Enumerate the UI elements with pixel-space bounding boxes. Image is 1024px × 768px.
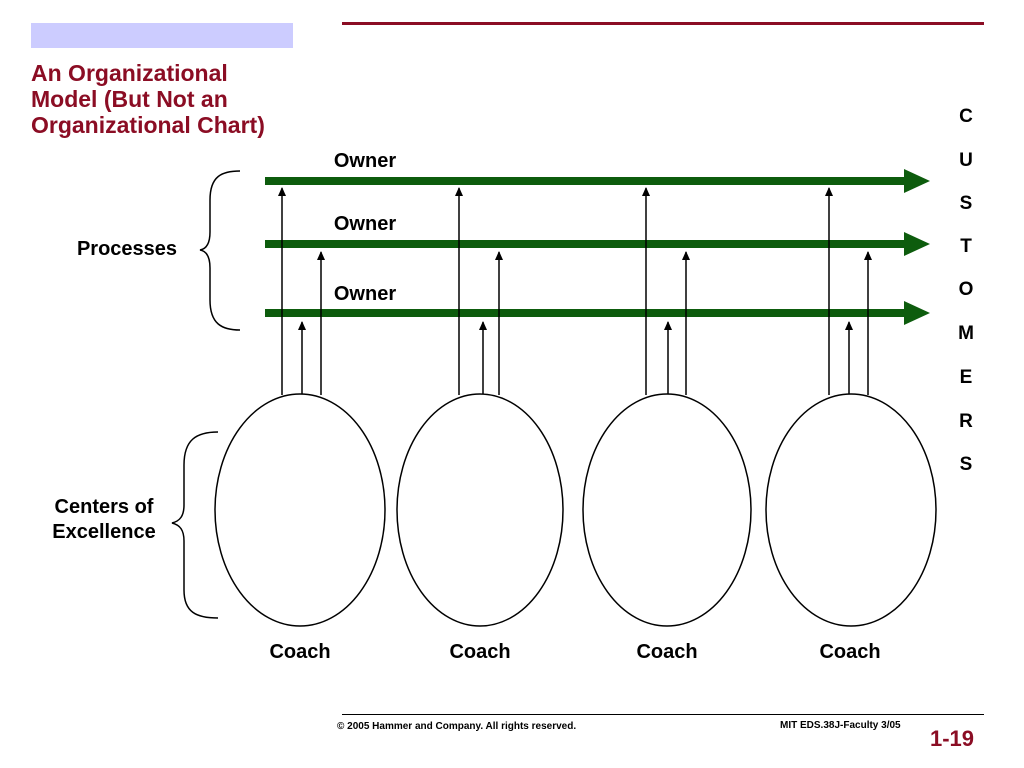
coach-label-1: Coach: [269, 641, 330, 663]
process-arrow-1-head: [904, 169, 930, 193]
coach-label-3: Coach: [636, 641, 697, 663]
processes-brace: [199, 170, 241, 331]
customers-letter: S: [960, 454, 973, 475]
customers-letter: E: [960, 367, 973, 388]
process-arrows: [265, 169, 930, 325]
centers-label-line-2: Excellence: [52, 521, 155, 543]
customers-letter: O: [959, 279, 974, 300]
center-of-excellence-1: [214, 393, 386, 627]
customers-letter: C: [959, 106, 973, 127]
slide-number: 1-19: [930, 726, 975, 751]
process-arrow-2-head: [904, 232, 930, 256]
center-of-excellence-2: [396, 393, 564, 627]
centers-brace: [171, 431, 219, 619]
customers-letter: R: [959, 411, 973, 432]
processes-label: Processes: [77, 238, 177, 260]
coach-label-2: Coach: [449, 641, 510, 663]
coach-label-4: Coach: [819, 641, 880, 663]
centers-of-excellence: [214, 393, 937, 627]
customers-letter: T: [960, 236, 972, 257]
footer-course-code: MIT EDS.38J-Faculty 3/05: [780, 720, 901, 731]
customers-label: C U S T O M E R S: [958, 106, 974, 475]
owner-label-3: Owner: [334, 283, 396, 305]
customers-letter: U: [959, 150, 973, 171]
slide-title: An Organizational Model (But Not an Orga…: [31, 60, 265, 138]
centers-label-line-1: Centers of: [55, 496, 154, 518]
footer-rule: [342, 714, 984, 715]
center-of-excellence-3: [582, 393, 752, 627]
owner-label-2: Owner: [334, 213, 396, 235]
process-arrow-3-head: [904, 301, 930, 325]
owner-label-1: Owner: [334, 150, 396, 172]
footer-copyright: © 2005 Hammer and Company. All rights re…: [337, 721, 577, 732]
center-of-excellence-4: [765, 393, 937, 627]
customers-letter: S: [960, 193, 973, 214]
customers-letter: M: [958, 323, 974, 344]
header-accent-band: [31, 23, 293, 48]
contribution-arrows: [278, 187, 872, 395]
header-rule: [342, 22, 984, 25]
